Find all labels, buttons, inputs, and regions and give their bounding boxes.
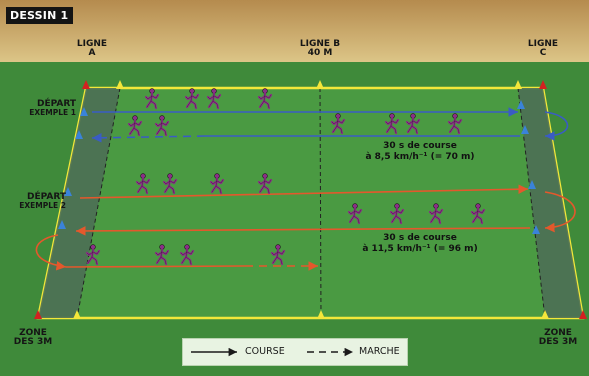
zone-right-label: ZONE DES 3M: [531, 328, 585, 348]
turn-arrow-red: [544, 191, 576, 233]
legend-walk-symbol: [307, 347, 353, 357]
cone-yellow: [514, 80, 522, 89]
field-area: [36, 86, 585, 320]
cone-yellow: [116, 80, 124, 89]
cone-yellow: [541, 310, 549, 319]
turn-arrow-blue: [544, 111, 569, 141]
example1-note-line1: 30 s de course: [383, 141, 457, 151]
line-c: [517, 87, 546, 319]
zone-left-bottom: DES 3M: [13, 337, 53, 348]
zone-left-top: ZONE: [19, 328, 47, 338]
start-example2-bottom: EXEMPLE 2: [19, 201, 66, 211]
zone-right: [518, 88, 583, 318]
example1-note-line2: à 8,5 km/h⁻¹ (= 70 m): [365, 152, 475, 163]
start-example1-top: DÉPART: [36, 99, 76, 109]
example2-note-line1: 30 s de course: [383, 233, 457, 243]
legend-run-symbol: [191, 347, 237, 357]
cone-blue: [521, 125, 529, 134]
line-c-label-bottom: C: [539, 48, 547, 59]
start-example2-label: DÉPART EXEMPLE 2: [0, 192, 66, 211]
turn-arrow-red: [35, 234, 67, 271]
example2-note-line2: à 11,5 km/h⁻¹ (= 96 m): [362, 244, 478, 255]
start-example1-label: DÉPART EXEMPLE 1: [8, 99, 76, 118]
line-b-label-bottom: 40 M: [307, 48, 333, 59]
legend-box: COURSE MARCHE: [182, 338, 408, 366]
legend-walk-label: MARCHE: [359, 346, 400, 357]
line-a-label: LIGNE A: [70, 39, 114, 59]
example1-note: 30 s de course à 8,5 km/h⁻¹ (= 70 m): [355, 141, 485, 164]
cone-blue: [517, 100, 525, 109]
cone-yellow: [316, 80, 324, 89]
cone-yellow: [317, 310, 325, 319]
start-example1-bottom: EXEMPLE 1: [29, 108, 76, 118]
cone-red: [34, 310, 42, 319]
legend-run-label: COURSE: [245, 346, 285, 357]
line-b-label-top: LIGNE B: [299, 39, 341, 49]
example2-paths: [35, 184, 576, 271]
run-arrow-red: [75, 226, 531, 236]
walk-arrow-blue: [91, 133, 206, 143]
run-arrow-red: [65, 265, 246, 268]
cone-blue: [58, 220, 66, 229]
line-a-label-bottom: A: [88, 48, 96, 59]
cone-blue: [75, 130, 83, 139]
cone-blue: [80, 107, 88, 116]
zone-right-top: ZONE: [544, 328, 572, 338]
cone-blue: [528, 180, 536, 189]
zone-left: [38, 88, 120, 318]
start-example2-top: DÉPART: [26, 192, 66, 202]
cone-red: [539, 80, 547, 89]
example1-paths: [91, 107, 569, 143]
zone-left-label: ZONE DES 3M: [6, 328, 60, 348]
line-c-label-top: LIGNE: [527, 39, 559, 49]
line-b: [319, 87, 322, 319]
cone-blue: [64, 187, 72, 196]
sky-band: [0, 0, 589, 62]
example2-note: 30 s de course à 11,5 km/h⁻¹ (= 96 m): [355, 233, 485, 256]
cone-blue: [532, 225, 540, 234]
line-a: [76, 87, 121, 319]
cone-yellow: [73, 310, 81, 319]
zone-right-bottom: DES 3M: [538, 337, 578, 348]
line-b-label: LIGNE B 40 M: [290, 39, 350, 59]
line-a-label-top: LIGNE: [76, 39, 108, 49]
run-arrow-red: [79, 184, 529, 199]
cones: [34, 80, 587, 319]
cone-red: [82, 80, 90, 89]
cone-red: [579, 310, 587, 319]
figure-title: DESSIN 1: [6, 7, 74, 24]
line-c-label: LIGNE C: [521, 39, 565, 59]
